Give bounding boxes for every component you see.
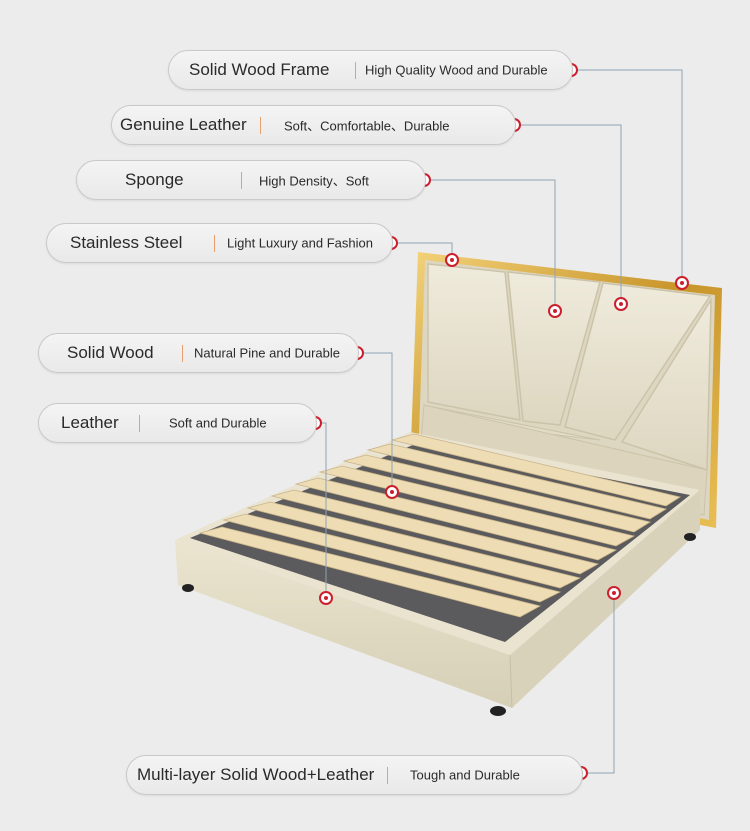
leader-line	[581, 593, 615, 774]
marker-dot	[548, 304, 562, 318]
callout-title: Solid Wood Frame	[189, 60, 330, 79]
callout-description: Natural Pine and Durable	[194, 345, 340, 361]
callout-description: High Density、Soft	[259, 173, 369, 189]
headboard-panel	[507, 271, 601, 426]
marker-dot	[607, 586, 621, 600]
callout-title: Genuine Leather	[120, 115, 247, 134]
callout-leather: Leather Soft and Durable	[38, 403, 317, 443]
callout-separator	[387, 767, 388, 784]
callout-description: Tough and Durable	[410, 767, 520, 783]
callout-separator	[139, 415, 140, 432]
callout-separator	[214, 235, 215, 252]
slat	[222, 513, 562, 603]
callout-title: Sponge	[125, 170, 184, 189]
bed-leg	[684, 533, 696, 541]
bed-side-rail	[510, 490, 700, 708]
rail-seam	[509, 654, 513, 709]
slat	[342, 454, 652, 533]
callout-stainless-steel: Stainless Steel Light Luxury and Fashion	[46, 223, 393, 263]
slat	[366, 443, 668, 520]
callout-solid-wood: Solid Wood Natural Pine and Durable	[38, 333, 359, 373]
marker-dot	[445, 253, 459, 267]
headboard-panel	[564, 282, 712, 441]
callout-title: Stainless Steel	[70, 233, 183, 252]
slat	[246, 501, 582, 589]
slats	[198, 433, 682, 618]
callout-description: Light Luxury and Fashion	[227, 235, 373, 251]
headboard-panel	[620, 297, 712, 472]
callout-sponge: Sponge High Density、Soft	[76, 160, 426, 200]
leader-line	[424, 179, 556, 311]
slat	[294, 477, 618, 561]
callout-multi-layer: Multi-layer Solid Wood+Leather Tough and…	[126, 755, 583, 795]
callout-title: Multi-layer Solid Wood+Leather	[137, 765, 375, 784]
marker-dot	[675, 276, 689, 290]
callout-title: Solid Wood	[67, 343, 154, 362]
callout-solid-wood-frame: Solid Wood Frame High Quality Wood and D…	[168, 50, 573, 90]
callout-title: Leather	[61, 413, 119, 432]
bed-front-rail	[175, 540, 512, 708]
slat	[318, 465, 636, 547]
marker-dot	[614, 297, 628, 311]
callout-separator	[355, 62, 356, 79]
callout-description: Soft、Comfortable、Durable	[284, 118, 450, 134]
slat	[391, 433, 682, 507]
marker-dot	[385, 485, 399, 499]
leader-line	[571, 69, 683, 283]
leader-line	[357, 352, 393, 492]
bed-leg	[490, 706, 506, 716]
callout-separator	[182, 345, 183, 362]
leader-line	[514, 124, 622, 304]
headboard-panel	[427, 263, 521, 421]
bed-leg	[182, 584, 194, 592]
callout-separator	[241, 172, 242, 189]
callout-separator	[260, 117, 261, 134]
callout-description: High Quality Wood and Durable	[365, 62, 548, 78]
callout-description: Soft and Durable	[169, 415, 267, 431]
slat	[198, 526, 542, 618]
slat	[270, 489, 600, 575]
callout-genuine-leather: Genuine Leather Soft、Comfortable、Durable	[111, 105, 516, 145]
marker-dot	[319, 591, 333, 605]
